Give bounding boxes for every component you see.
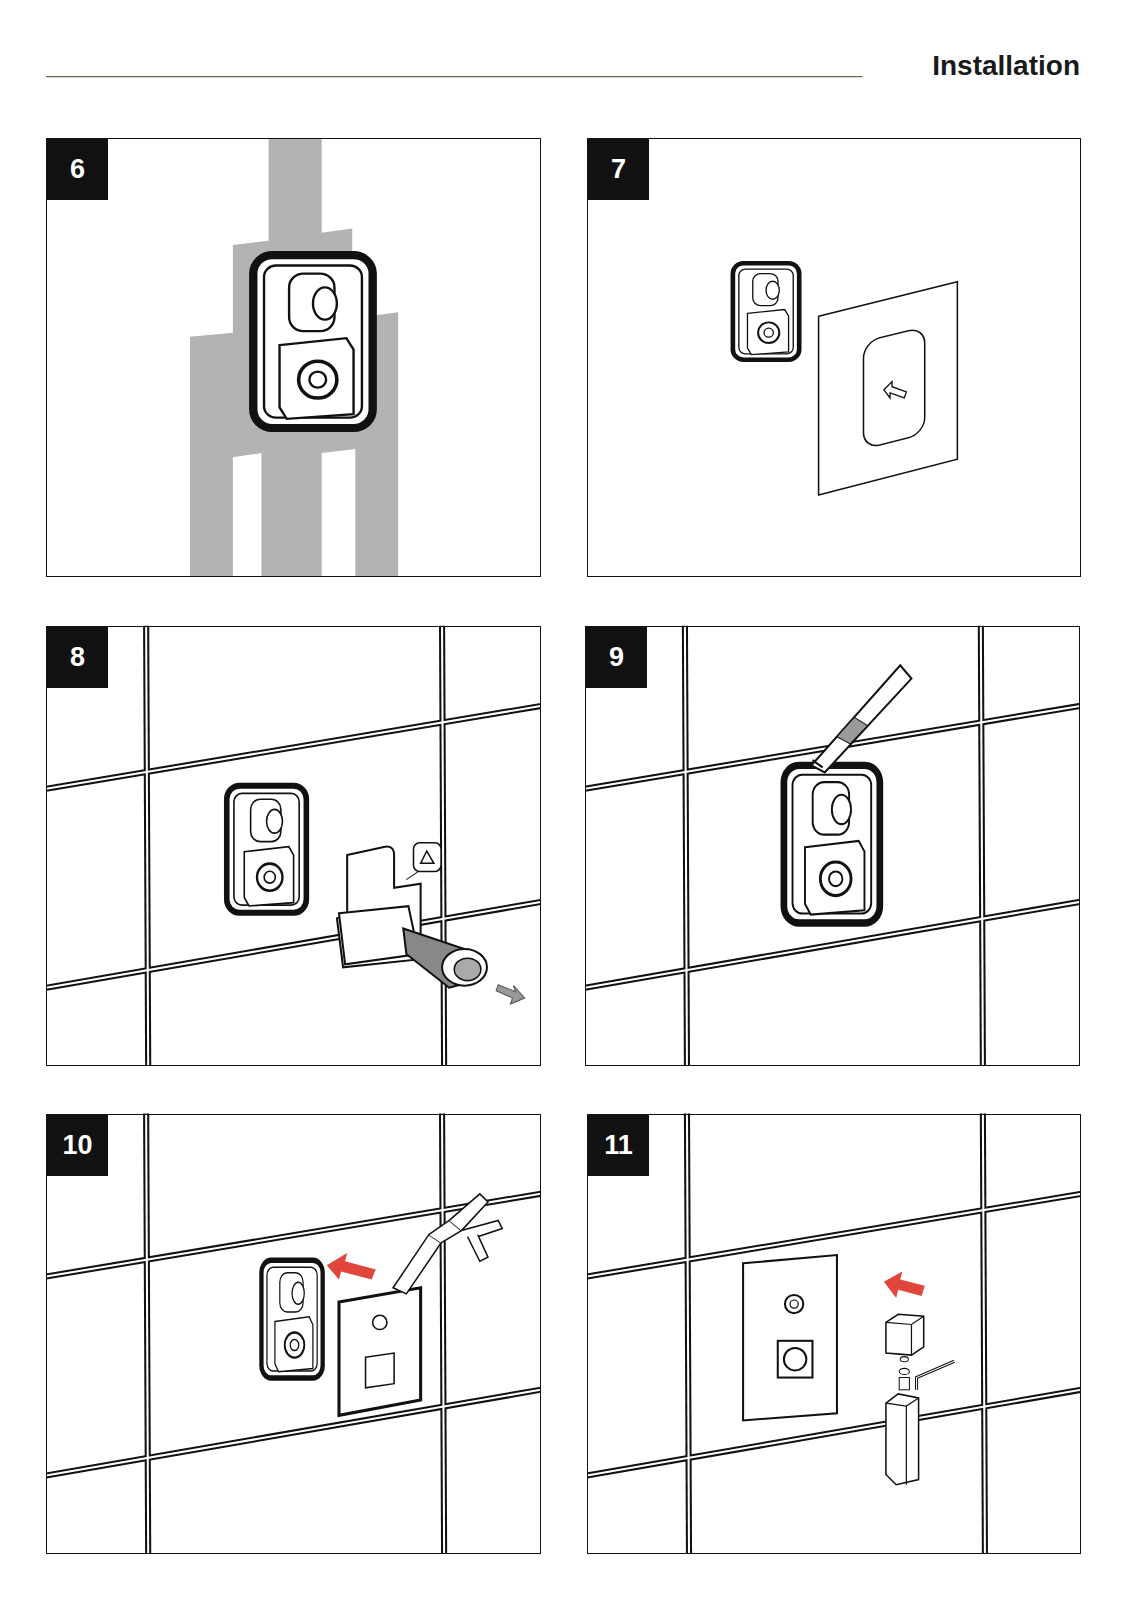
step-badge: 11 [588, 1115, 649, 1176]
step-panel: 6 [46, 138, 541, 577]
step-badge: 7 [588, 139, 649, 200]
step-panel: 11 [587, 1114, 1081, 1554]
step-panel: 8 [46, 626, 541, 1066]
step-panel: 7 [587, 138, 1081, 577]
step-number: 10 [62, 1130, 92, 1161]
step-number: 8 [70, 642, 85, 673]
step-badge: 9 [586, 627, 647, 688]
step-number: 6 [70, 154, 85, 185]
step-number: 7 [611, 154, 626, 185]
step-badge: 6 [47, 139, 108, 200]
step-number: 11 [604, 1130, 633, 1161]
step-badge: 10 [47, 1115, 108, 1176]
step-panel: 10 [46, 1114, 541, 1554]
step-panel: 9 [585, 626, 1080, 1066]
step-badge: 8 [47, 627, 108, 688]
page-title: Installation [932, 50, 1080, 82]
step-number: 9 [609, 642, 624, 673]
